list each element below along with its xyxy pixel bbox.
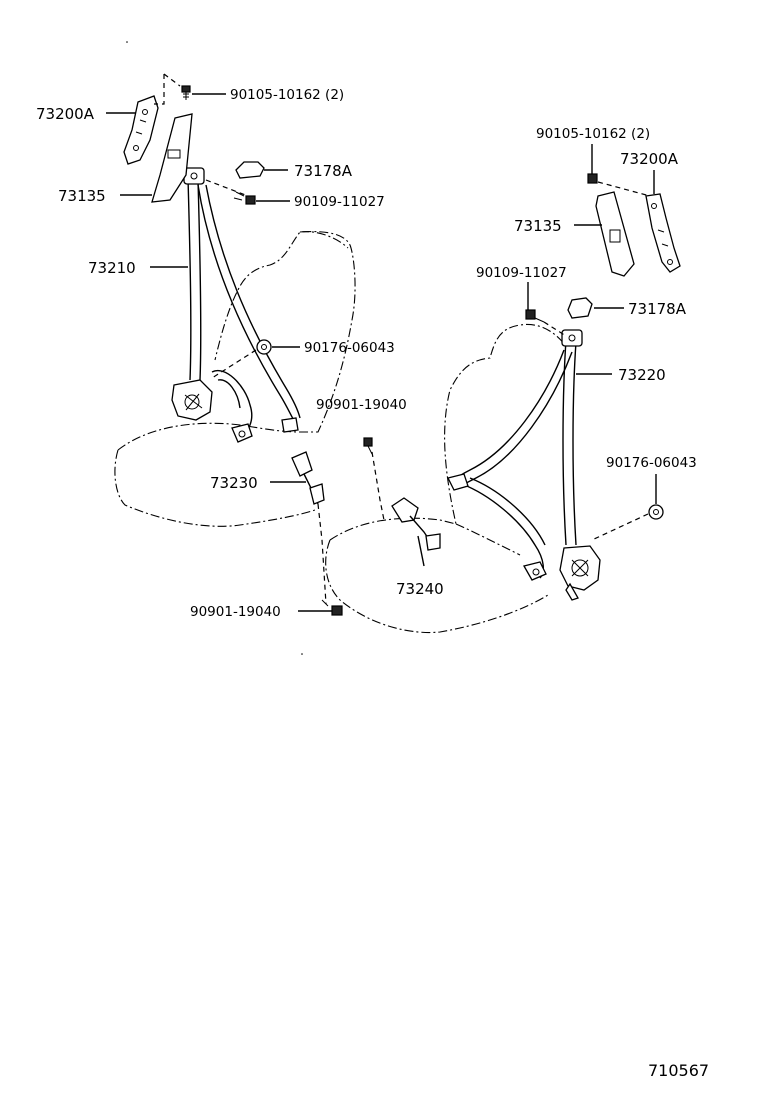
label-73135-right: 73135	[514, 217, 562, 235]
left-seat-outline	[114, 231, 356, 527]
label-90176-06043-left: 90176-06043	[304, 340, 395, 356]
label-90105-10162-right: 90105-10162 (2)	[536, 126, 650, 142]
label-73200A-right: 73200A	[620, 150, 679, 168]
label-73135-left: 73135	[58, 187, 106, 205]
left-leaders	[106, 73, 385, 612]
label-90901-19040-bottom: 90901-19040	[190, 604, 281, 620]
part-73178A-left	[235, 161, 265, 179]
label-90105-10162-left: 90105-10162 (2)	[230, 87, 344, 103]
diagram-reference-number: 710567	[648, 1061, 709, 1080]
label-73220: 73220	[618, 366, 666, 384]
left-lower-anchor	[231, 417, 299, 443]
left-retractor	[171, 379, 213, 421]
bolt-90109-left	[233, 191, 256, 205]
label-73230: 73230	[210, 474, 258, 492]
label-73240: 73240	[396, 580, 444, 598]
bolt-90105-left	[181, 85, 191, 100]
part-73200A-left	[123, 95, 159, 165]
label-73210: 73210	[88, 259, 136, 277]
left-belt-73210	[187, 177, 301, 434]
scan-specks	[126, 41, 303, 655]
buckle-73240	[391, 497, 441, 551]
right-seat-outline	[325, 323, 566, 634]
label-90109-11027-left: 90109-11027	[294, 194, 385, 210]
buckle-73230	[291, 451, 325, 505]
nut-90176-left	[256, 339, 272, 355]
label-73178A-right: 73178A	[628, 300, 687, 318]
label-90109-11027-right: 90109-11027	[476, 265, 567, 281]
part-73178A-right	[567, 297, 593, 319]
bolt-90901-bottom	[321, 599, 343, 616]
right-belt-73220	[451, 339, 577, 579]
nut-90176-right	[648, 504, 664, 520]
label-90176-06043-right: 90176-06043	[606, 455, 697, 471]
right-upper-anchor	[561, 329, 583, 347]
part-73135-right	[595, 191, 635, 277]
label-90901-19040-mid: 90901-19040	[316, 397, 407, 413]
bolt-90109-right	[525, 309, 545, 323]
part-73135-left	[151, 113, 193, 203]
right-retractor	[559, 545, 601, 601]
bolt-90901-mid	[363, 437, 373, 455]
part-73200A-right	[645, 193, 681, 273]
right-lower-anchor	[447, 473, 547, 581]
label-73200A-left: 73200A	[36, 105, 95, 123]
right-leaders	[417, 144, 657, 567]
label-73178A-left: 73178A	[294, 162, 353, 180]
